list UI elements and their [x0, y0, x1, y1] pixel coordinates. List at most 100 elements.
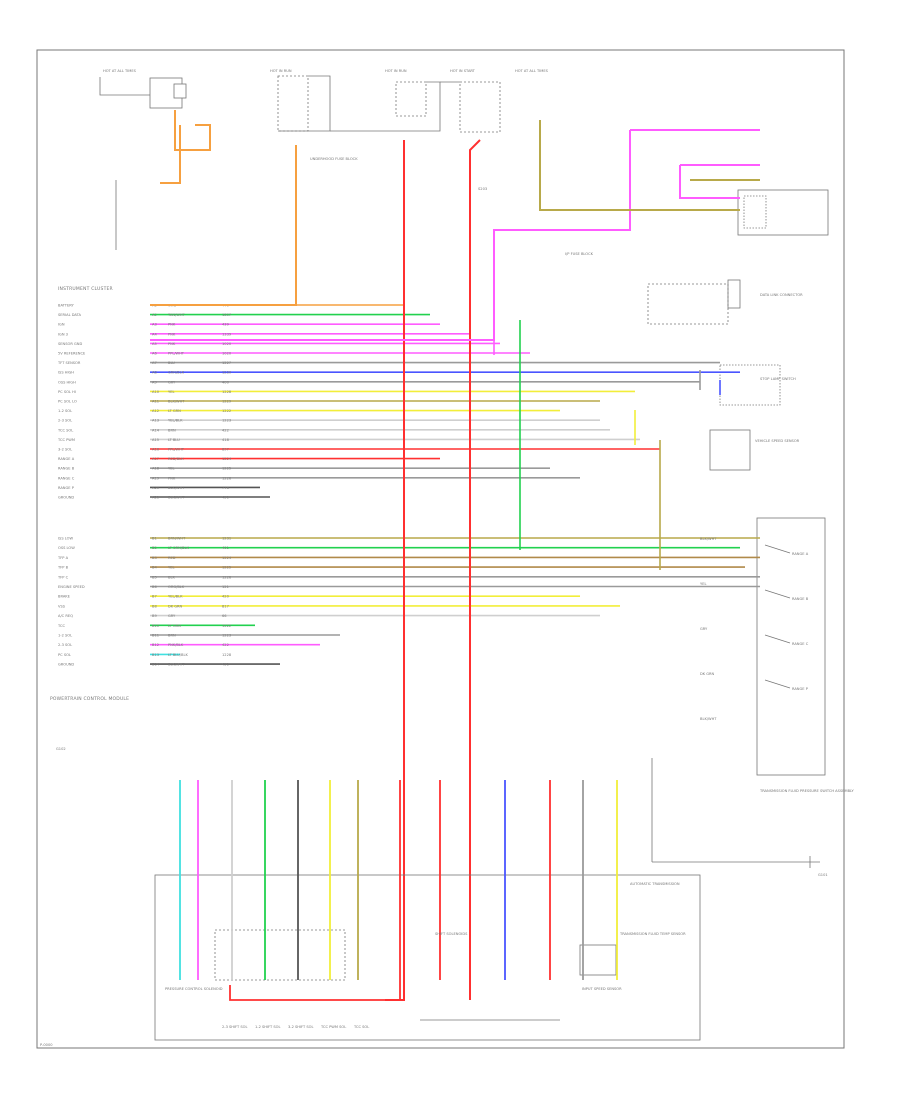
orange-battery-wire [160, 125, 181, 184]
right-pin-num: B3 [152, 556, 157, 560]
left-pin-wire: TAN/WHT [167, 313, 186, 317]
left-pin-wire: BLK/WHT [168, 400, 185, 404]
underhood-fuse-label: UNDERHOOD FUSE BLOCK [310, 157, 358, 161]
left-pin-name: OSS HIGH [58, 380, 76, 384]
pressure-wire-label: BLK/WHT [700, 717, 717, 721]
solenoid-label: 3-2 SHIFT SOL [288, 1025, 314, 1029]
solenoid-label: 2-3 SHIFT SOL [222, 1025, 248, 1029]
right-pin-name: TCC [57, 624, 65, 628]
solenoid-label: TCC SOL [353, 1025, 369, 1029]
left-pin-circ: 1807 [222, 313, 231, 317]
left-pin-wire: PPL/WHT [168, 352, 185, 356]
right-pin-num: B4 [152, 566, 157, 570]
right-pin-num: B11 [152, 634, 159, 638]
left-pin-wire: BLK/WHT [168, 496, 185, 500]
right-pin-num: B12 [152, 643, 159, 647]
component-labels: HOT AT ALL TIMES HOT IN RUN HOT IN RUN H… [40, 69, 855, 1047]
hot-in-run-label: HOT IN RUN [270, 69, 292, 73]
pink-wire-b [150, 130, 631, 341]
right-pin-wire: BRN/WHT [168, 537, 186, 541]
right-pin-circ: 66 [222, 614, 227, 618]
right-pin-circ: 1225 [222, 566, 231, 570]
left-pin-name: RANGE A [58, 457, 75, 461]
left-pin-wire: PPL/WHT [168, 448, 185, 452]
right-pin-num: B5 [152, 575, 157, 579]
left-pin-circ: 400 [222, 380, 230, 384]
right-pin-wire: LT GRN [168, 624, 181, 628]
right-pin-name: A/C REQ [58, 614, 73, 618]
left-pin-name: BATTERY [58, 304, 75, 308]
left-pin-wire: GRN/BLK [168, 371, 185, 375]
left-label-column: INSTRUMENT CLUSTER POWERTRAIN CONTROL MO… [50, 286, 129, 702]
right-pin-wire: BRN [168, 634, 176, 638]
right-pin-name: ENGINE SPEED [58, 585, 85, 589]
left-pin-circ: 1223 [222, 419, 231, 423]
left-pin-num: A8 [152, 371, 157, 375]
solenoid-label: 1-2 SHIFT SOL [255, 1025, 281, 1029]
fluid-temp-label: TRANSMISSION FLUID TEMP SENSOR [619, 932, 686, 936]
solenoid-labels: 2-3 SHIFT SOL 1-2 SHIFT SOL 3-2 SHIFT SOL T… [222, 1025, 369, 1029]
switch-label: RANGE B [792, 597, 809, 601]
left-pin-name: RANGE P [58, 486, 75, 490]
pressure-wire-label: YEL [700, 582, 706, 586]
left-pin-wire: BLK/WHT [168, 486, 185, 490]
switch-label: RANGE P [792, 687, 809, 691]
left-pin-circ: 1227 [222, 361, 231, 365]
left-pin-wire: LT GRN [168, 409, 181, 413]
turbine-sensor-label: INPUT SPEED SENSOR [582, 987, 622, 991]
right-pin-num: B13 [152, 653, 159, 657]
right-pin-num: B1 [152, 537, 157, 541]
left-pin-num: A7 [152, 361, 157, 365]
pressure-wire-label: GRY [700, 627, 708, 631]
pressure-control-label: PRESSURE CONTROL SOLENOID [165, 987, 223, 991]
left-pin-wire: PNK [168, 342, 176, 346]
ground2-label: G102 [56, 747, 66, 751]
right-pin-circ: 1228 [222, 653, 232, 657]
left-pin-circ: 897 [222, 448, 229, 452]
left-pin-circ: 776 [222, 486, 230, 490]
switch-label: RANGE A [792, 552, 809, 556]
right-pin-wire: YEL/BLK [168, 595, 183, 599]
left-pin-wire: YEL [168, 467, 174, 471]
right-pin-name: TFP A [57, 556, 69, 560]
left-pin-name: PC SOL LO [58, 400, 77, 404]
left-pin-circ: 1226 [222, 476, 232, 480]
right-pin-name: TFP B [57, 566, 69, 570]
right-pin-wire: DK GRN [168, 604, 183, 608]
left-pin-num: A4 [152, 332, 157, 336]
left-pin-circ: 1020 [222, 352, 232, 356]
right-pin-circ: 1224 [222, 556, 232, 560]
right-pin-wire: LT GRN/BLK [168, 546, 189, 550]
left-pin-num: A6 [152, 352, 157, 356]
splice-label: S203 [478, 187, 487, 191]
left-pin-num: A16 [152, 448, 160, 452]
left-pin-name: TCC SOL [57, 428, 73, 432]
right-pin-name: 1-2 SOL [58, 634, 72, 638]
right-pin-wire: PNK/BLK [168, 643, 184, 647]
left-pin-circ: 1224 [222, 457, 232, 461]
top-power-area [99, 75, 829, 868]
red-start-wire [469, 139, 481, 1000]
right-wire-bundle [150, 320, 760, 665]
right-pin-circ: 817 [222, 604, 229, 608]
left-pin-name: IGN 3 [58, 332, 68, 336]
right-pin-circ: 401 [222, 546, 229, 550]
left-pin-num: A21 [152, 496, 159, 500]
switch-contact [764, 544, 791, 554]
right-pin-circ: 422 [222, 643, 229, 647]
right-pin-name: 2-3 SOL [58, 643, 72, 647]
right-pin-wire: ORG/BLK [168, 585, 185, 589]
left-pin-num: A9 [152, 380, 157, 384]
diag-connector-label: DATA LINK CONNECTOR [760, 293, 803, 297]
right-pin-num: B7 [152, 595, 157, 599]
right-pin-circ: 1231 [222, 537, 231, 541]
left-pin-wire: PNK [168, 476, 176, 480]
left-pin-circ: 1228 [222, 390, 232, 394]
solenoid-label: TCC PWM SOL [320, 1025, 346, 1029]
right-pin-wire: BLK/WHT [168, 663, 185, 667]
left-pin-circ: 418 [222, 438, 230, 442]
left-pin-wire: PNK [168, 323, 176, 327]
right-pin-wire: RED [168, 556, 176, 560]
